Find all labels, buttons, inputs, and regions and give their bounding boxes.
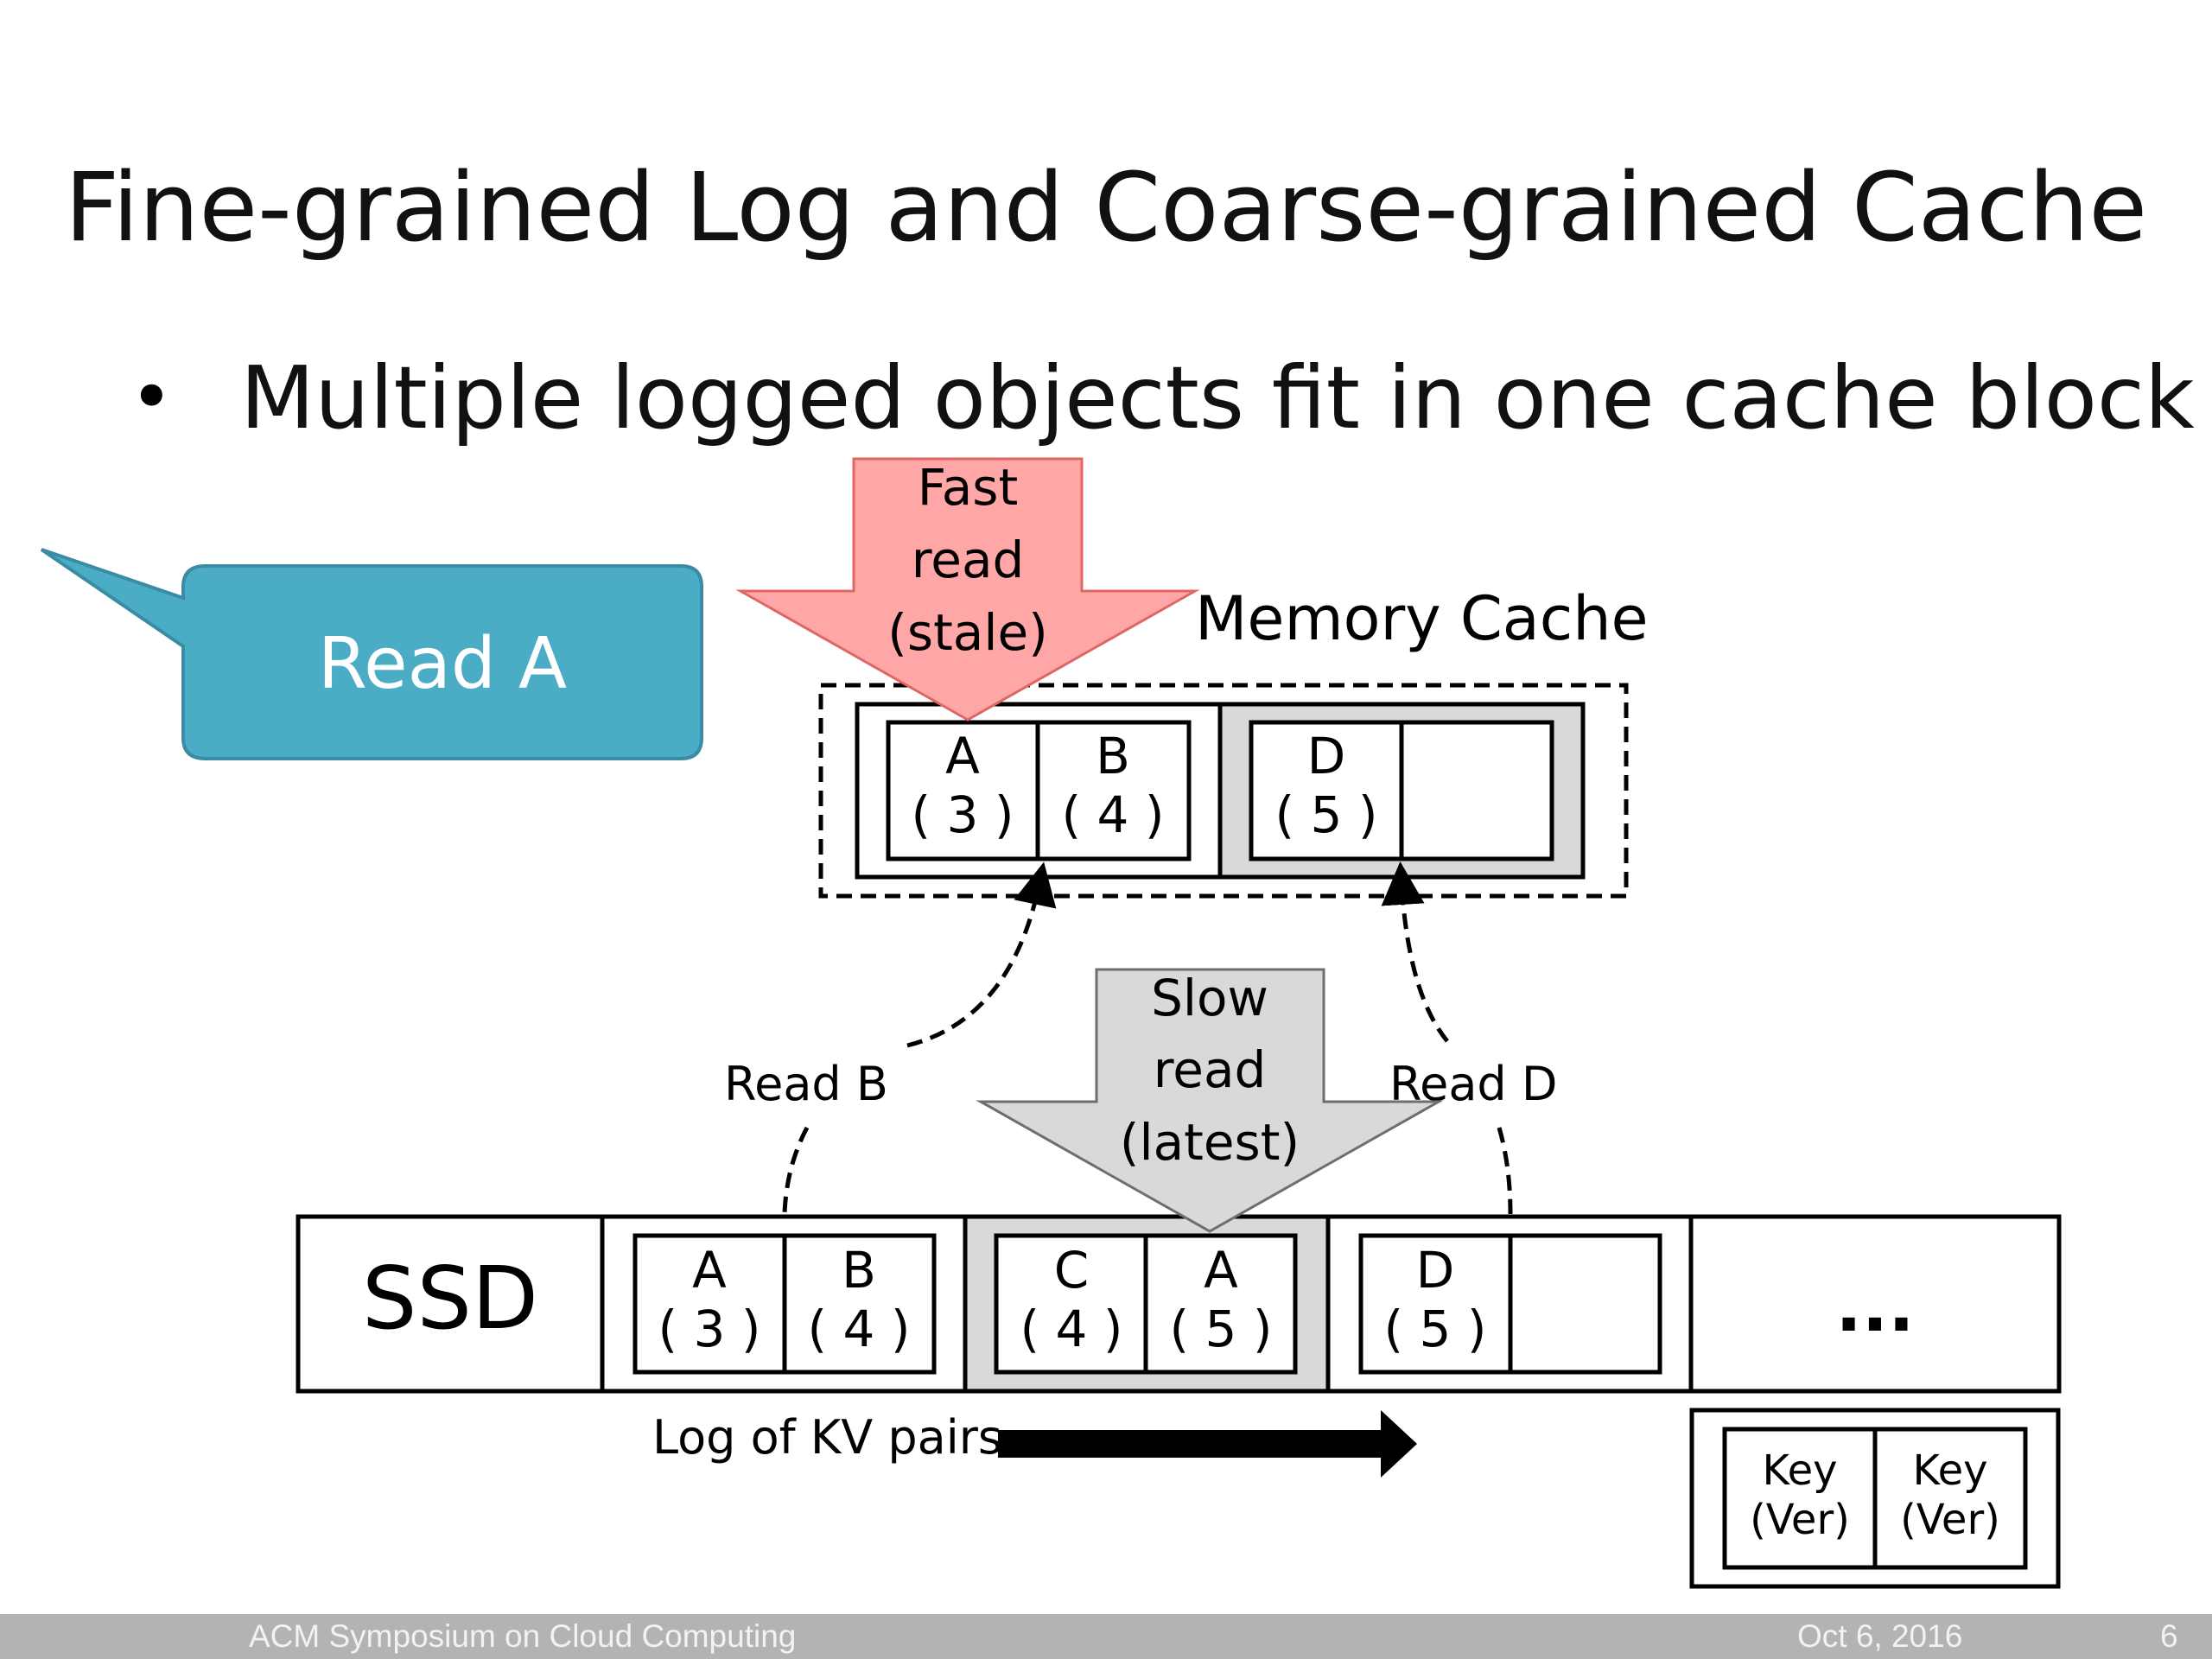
ssd-label: SSD — [362, 1248, 538, 1349]
memory-cache-block-2: D ( 5 ) — [1217, 702, 1586, 880]
ssd-row: SSD A ( 3 ) B ( 4 ) C ( 4 ) A ( 5 ) — [296, 1214, 2062, 1394]
ssd-entry-ver: ( 4 ) — [807, 1300, 910, 1358]
slow-read-line: Slow — [1151, 969, 1268, 1027]
callout-text: Read A — [318, 623, 567, 705]
ssd-block-3: D ( 5 ) — [1325, 1214, 1694, 1394]
ssd-entry-key: B — [842, 1241, 876, 1300]
cache-entry-key: B — [1096, 727, 1130, 785]
slow-read-line: read — [1154, 1040, 1267, 1099]
callout-bubble — [40, 548, 703, 760]
cache-entry-ver: ( 5 ) — [1274, 785, 1377, 844]
memory-cache-block-1: A ( 3 ) B ( 4 ) — [855, 702, 1223, 880]
cache-entry-key: A — [945, 727, 980, 785]
footer-date: Oct 6, 2016 — [1797, 1618, 1963, 1654]
slow-read-line: (latest) — [1120, 1113, 1300, 1172]
cache-entry-key: D — [1307, 727, 1346, 785]
ssd-entry-key: A — [692, 1241, 727, 1300]
legend-key: Key — [1912, 1446, 1987, 1495]
ssd-block-1: A ( 3 ) B ( 4 ) — [600, 1214, 968, 1394]
slide-footer: ACM Symposium on Cloud Computing Oct 6, … — [0, 1614, 2212, 1659]
legend-block: Key (Ver) Key (Ver) — [1689, 1408, 2061, 1589]
read-d-path: Read D — [1381, 861, 1557, 1215]
log-label: Log of KV pairs — [652, 1410, 1002, 1465]
ssd-entry-ver: ( 5 ) — [1169, 1300, 1272, 1358]
ssd-ellipsis: ... — [1835, 1267, 1914, 1347]
cache-entry-ver: ( 3 ) — [911, 785, 1014, 844]
bullet-marker: • — [130, 354, 174, 441]
ssd-entry-ver: ( 5 ) — [1383, 1300, 1486, 1358]
legend-ver: (Ver) — [1900, 1496, 2000, 1544]
read-b-label: Read B — [724, 1057, 888, 1111]
ssd-entry-ver: ( 3 ) — [658, 1300, 760, 1358]
footer-conference: ACM Symposium on Cloud Computing — [249, 1618, 797, 1654]
memory-cache-label: Memory Cache — [1195, 583, 1649, 654]
log-direction: Log of KV pairs — [652, 1410, 1417, 1478]
fast-read-line: read — [912, 531, 1025, 589]
legend-key: Key — [1762, 1446, 1837, 1495]
fast-read-line: Fast — [918, 458, 1019, 517]
ssd-entry-key: D — [1416, 1241, 1455, 1300]
memory-cache-boundary — [818, 683, 1629, 899]
ssd-entry-key: A — [1204, 1241, 1238, 1300]
slow-read-arrow: Slow read (latest) — [976, 968, 1444, 1233]
legend-ver: (Ver) — [1750, 1496, 1850, 1544]
bullet-text: Multiple logged objects fit in one cache… — [240, 347, 2195, 448]
ssd-entry-ver: ( 4 ) — [1020, 1300, 1122, 1358]
footer-page-number: 6 — [2160, 1618, 2178, 1654]
ssd-entry-key: C — [1054, 1241, 1090, 1300]
read-a-callout: Read A — [40, 548, 703, 760]
slide-title: Fine-grained Log and Coarse-grained Cach… — [64, 152, 2148, 263]
cache-entry-ver: ( 4 ) — [1061, 785, 1164, 844]
fast-read-line: (stale) — [887, 603, 1048, 662]
fast-read-arrow: Fast read (stale) — [735, 457, 1200, 721]
read-b-path: Read B — [724, 861, 1057, 1215]
ssd-block-2: C ( 4 ) A ( 5 ) — [963, 1214, 1331, 1394]
